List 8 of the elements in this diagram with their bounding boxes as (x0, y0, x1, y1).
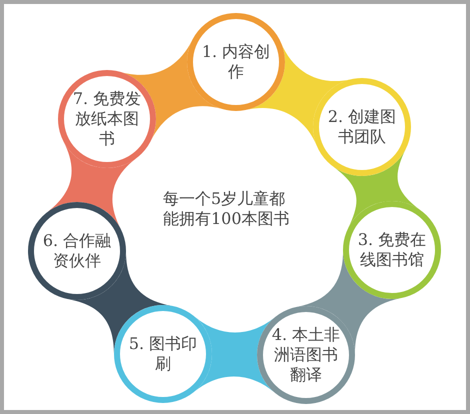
center-statement: 每一个5岁儿童都能拥有100本图书 (163, 189, 291, 229)
step-circle: 5. 图书印刷 (114, 305, 212, 403)
step-circle: 1. 内容创作 (187, 13, 285, 111)
step-circle: 2. 创建图书团队 (313, 78, 411, 176)
step-circle: 7. 免费发放纸本图书 (58, 70, 156, 168)
step-circle: 4. 本土非洲语图书翻译 (257, 306, 355, 404)
step-circle: 3. 免费在线图书馆 (343, 201, 441, 299)
step-circle: 6. 合作融资伙伴 (28, 202, 126, 300)
